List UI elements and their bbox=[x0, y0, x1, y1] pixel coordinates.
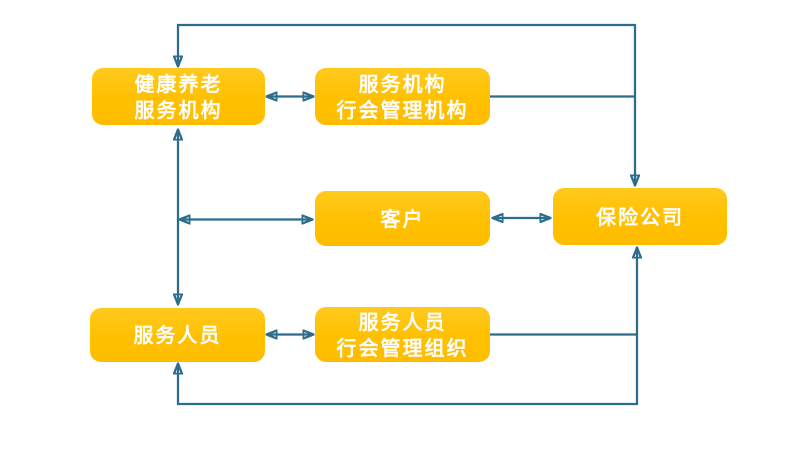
node-health-elder-service-org: 健康养老 服务机构 bbox=[92, 68, 265, 125]
node-label-line: 健康养老 bbox=[134, 71, 223, 96]
node-label-line: 服务机构 bbox=[358, 71, 447, 96]
node-service-staff-guild-org: 服务人员 行会管理组织 bbox=[315, 307, 490, 362]
node-label-line: 行会管理机构 bbox=[336, 97, 469, 122]
node-label-line: 服务机构 bbox=[134, 97, 223, 122]
node-label-line: 保险公司 bbox=[596, 204, 684, 229]
node-service-staff: 服务人员 bbox=[90, 308, 265, 362]
node-insurance-company: 保险公司 bbox=[553, 188, 727, 245]
node-label-line: 客户 bbox=[380, 206, 425, 231]
node-service-org-guild-admin: 服务机构 行会管理机构 bbox=[315, 68, 490, 125]
node-label-line: 服务人员 bbox=[358, 309, 447, 334]
node-label-line: 服务人员 bbox=[133, 323, 222, 347]
arrow-servicestaff-insurance-bottom-route bbox=[178, 248, 637, 406]
arrow-healthorg-insurance-top-route bbox=[178, 23, 635, 185]
node-label-line: 行会管理组织 bbox=[336, 335, 469, 360]
node-customer: 客户 bbox=[315, 191, 490, 246]
